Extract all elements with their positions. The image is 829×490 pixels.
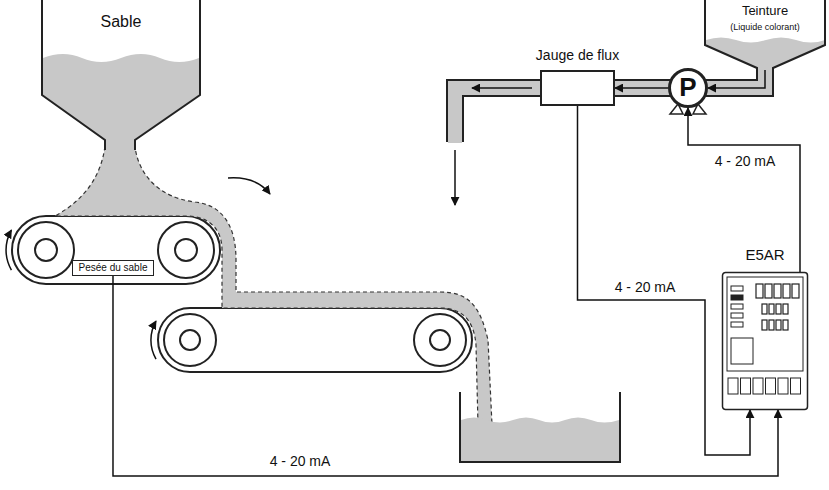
signal-label: 4 - 20 mA xyxy=(612,279,679,295)
roller-hub xyxy=(180,330,200,350)
flow-arrow xyxy=(472,87,532,89)
rotation-arrow xyxy=(151,321,156,359)
hopper-wall xyxy=(42,0,200,150)
hopper-label: Teinture xyxy=(742,3,788,19)
display-digit xyxy=(776,304,781,314)
roller xyxy=(158,222,214,278)
display-digit xyxy=(762,320,767,330)
bin-sand xyxy=(461,418,619,462)
controller-device-shape xyxy=(722,272,808,410)
conveyor-belt xyxy=(6,216,220,284)
pump-letter: P xyxy=(679,72,696,103)
display-digit xyxy=(774,284,781,298)
indicator-lamp xyxy=(731,286,743,291)
dye-pipe xyxy=(455,64,765,205)
hopper-label: Sable xyxy=(101,12,142,31)
display-digit xyxy=(783,284,790,298)
sand-flow xyxy=(55,146,492,425)
bin-outline xyxy=(460,392,620,462)
key-button xyxy=(766,378,776,394)
display-digit xyxy=(776,320,781,330)
controller-housing xyxy=(723,273,808,410)
weighing-box: Pesée du sable xyxy=(72,260,155,276)
pipe-flow-arrow xyxy=(708,70,765,88)
controller-display xyxy=(727,277,803,371)
conveyor-belt xyxy=(151,308,472,372)
hopper-sublabel: (Liquide colorant) xyxy=(730,22,800,33)
controller-label: E5AR xyxy=(745,246,784,264)
display-digit xyxy=(769,304,774,314)
indicator-lamp xyxy=(731,313,743,318)
rotation-arrow xyxy=(6,230,11,270)
dye-hopper: Teinture (Liquide colorant) xyxy=(705,0,825,70)
flow-arrow xyxy=(228,178,270,194)
display-digit xyxy=(762,304,767,314)
pipe-flow-arrow xyxy=(615,87,668,89)
indicator-lamp xyxy=(731,295,743,300)
roller xyxy=(414,314,466,366)
display-digit xyxy=(769,320,774,330)
key-button xyxy=(741,378,751,394)
pump-circle xyxy=(670,70,707,107)
flow-arrow xyxy=(454,150,456,205)
gauge-label: Jauge de flux xyxy=(536,47,619,64)
signal-label: 4 - 20 mA xyxy=(267,453,334,469)
pipe-wall xyxy=(455,66,765,142)
belt-outline xyxy=(12,216,220,284)
flow-gauge: Jauge de flux xyxy=(540,70,615,106)
sand-hopper: Sable xyxy=(42,0,200,150)
display-digit xyxy=(765,284,772,298)
display-digit xyxy=(756,284,763,298)
roller-hub xyxy=(175,239,197,261)
roller xyxy=(164,314,216,366)
indicator-lamp xyxy=(731,304,743,309)
pipe-bore xyxy=(455,64,765,143)
key-button xyxy=(778,378,788,394)
belt-outline xyxy=(158,308,472,372)
key-button xyxy=(753,378,763,394)
roller xyxy=(18,222,74,278)
display-digit xyxy=(792,284,799,298)
collection-bin xyxy=(460,392,620,462)
indicator-lamp xyxy=(731,322,743,327)
weighing-label: Pesée du sable xyxy=(73,261,154,275)
bar-indicator xyxy=(731,338,753,364)
display-digit xyxy=(783,304,788,314)
hopper-contents xyxy=(43,54,199,150)
display-digit xyxy=(783,320,788,330)
roller-hub xyxy=(430,330,450,350)
signal-wire xyxy=(113,276,778,476)
signal-wire xyxy=(688,108,800,272)
controller-device: E5AR xyxy=(722,272,808,410)
hopper-wall xyxy=(705,0,825,70)
roller-hub xyxy=(35,239,57,261)
pump-symbol: P xyxy=(668,68,708,108)
signal-label: 4 - 20 mA xyxy=(712,153,779,169)
key-button xyxy=(728,378,738,394)
key-button xyxy=(791,378,801,394)
